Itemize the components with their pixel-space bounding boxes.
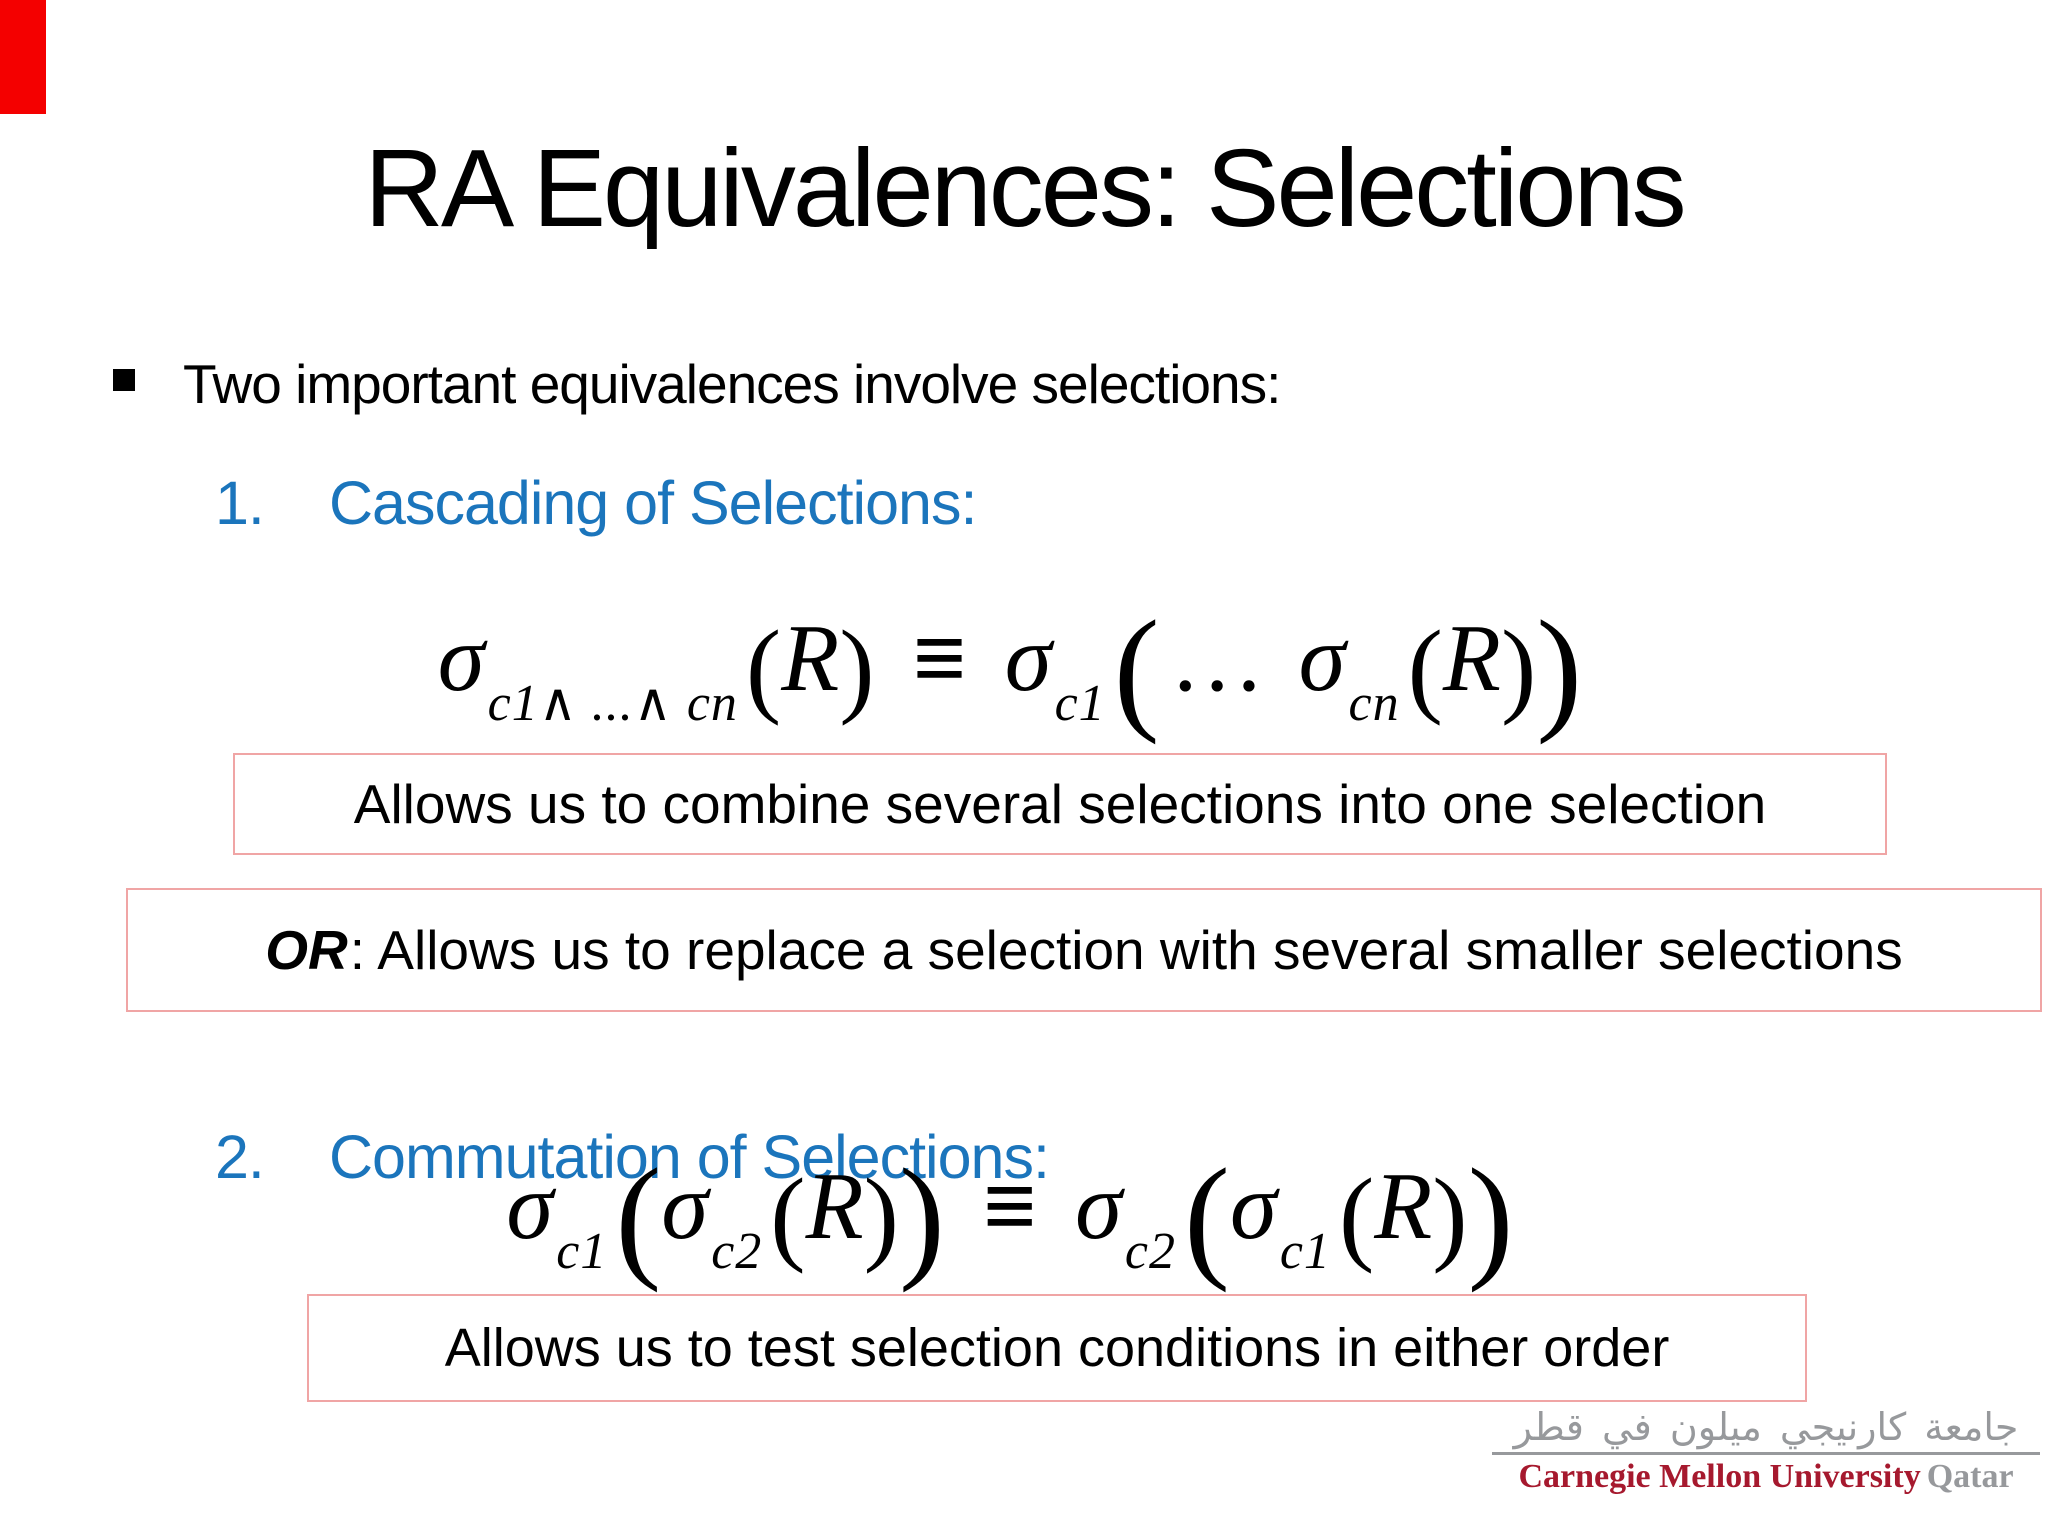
equivalence-operator: ≡ [982, 1153, 1038, 1259]
formula-paren: ) [863, 1157, 899, 1274]
formula-paren: ) [898, 1140, 945, 1293]
callout-order-box: Allows us to test selection conditions i… [307, 1294, 1807, 1402]
formula-space [875, 611, 899, 706]
formula-space [1275, 611, 1299, 706]
campus-name: Qatar [1926, 1457, 2014, 1495]
formula-subscript: c1 [1279, 1223, 1331, 1280]
sigma-symbol: σ [1075, 1153, 1122, 1259]
equivalence-operator: ≡ [912, 605, 967, 711]
intro-bullet-text: Two important equivalences involve selec… [183, 353, 1281, 415]
sigma-symbol: σ [1229, 1153, 1277, 1259]
sigma-symbol: σ [1298, 605, 1346, 711]
formula-paren: ) [839, 609, 875, 726]
formula-variable: R [805, 1153, 864, 1259]
formula-paren: ( [745, 609, 782, 726]
slide-title: RA Equivalences: Selections [364, 127, 1686, 250]
item-label: Cascading of Selections: [329, 469, 977, 537]
formula-variable: R [781, 605, 840, 711]
formula-paren: ( [1184, 1140, 1230, 1293]
formula-paren: ( [1338, 1157, 1375, 1274]
list-item-cascading: 1. Cascading of Selections: [215, 468, 977, 538]
logo-arabic-wordmark: جامعة كارنيجي ميلون في قطر [1492, 1405, 2040, 1455]
formula-paren: ( [615, 1140, 662, 1293]
formula-variable: R [1442, 605, 1501, 711]
formula-variable: R [1374, 1153, 1433, 1259]
university-name: Carnegie Mellon University [1518, 1457, 1921, 1495]
sigma-symbol: σ [506, 1153, 554, 1259]
item-label: Commutation of Selections: [329, 1123, 1050, 1191]
callout-order-text: Allows us to test selection conditions i… [444, 1318, 1670, 1378]
callout-combine-box: Allows us to combine several selections … [233, 753, 1887, 855]
formula-space [981, 611, 1005, 706]
formula-paren: ) [1536, 592, 1583, 745]
formula-subscript: c1 [1054, 675, 1106, 732]
callout-or-box: OR: Allows us to replace a selection wit… [126, 888, 2042, 1012]
item-number: 2. [215, 1123, 265, 1191]
formula-paren: ) [1500, 609, 1537, 726]
callout-combine-text: Allows us to combine several selections … [353, 773, 1767, 835]
formula-commutation: σc1(σc2(R)) ≡ σc2(σc1(R)) [0, 1148, 2020, 1286]
sigma-symbol: σ [661, 1153, 709, 1259]
formula-subscript: c1∧ ...∧ cn [487, 675, 738, 732]
red-corner-marker [0, 0, 46, 114]
formula-paren: ( [770, 1157, 806, 1274]
or-label: OR [265, 919, 348, 981]
formula-subscript: cn [1348, 675, 1400, 732]
sigma-symbol: σ [1004, 605, 1052, 711]
formula-operator: … [1169, 605, 1265, 711]
formula-paren: ) [1467, 1140, 1514, 1293]
formula-space [1051, 1159, 1075, 1254]
formula-cascading: σc1∧ ...∧ cn(R) ≡ σc1(… σcn(R)) [0, 600, 2020, 738]
formula-paren: ( [1407, 609, 1443, 726]
formula-subscript: c2 [1124, 1223, 1177, 1280]
formula-subscript: c2 [711, 1223, 763, 1280]
formula-paren: ) [1432, 1157, 1468, 1274]
formula-space [945, 1159, 969, 1254]
cmu-qatar-logo: جامعة كارنيجي ميلون في قطر Carnegie Mell… [1492, 1405, 2040, 1496]
sigma-symbol: σ [437, 605, 485, 711]
formula-paren: ( [1113, 592, 1160, 745]
item-number: 1. [215, 469, 265, 537]
callout-or-text: : Allows us to replace a selection with … [349, 919, 1903, 981]
bullet-square-icon [113, 369, 135, 391]
formula-subscript: c1 [556, 1223, 608, 1280]
list-item-commutation: 2. Commutation of Selections: [215, 1122, 1050, 1192]
